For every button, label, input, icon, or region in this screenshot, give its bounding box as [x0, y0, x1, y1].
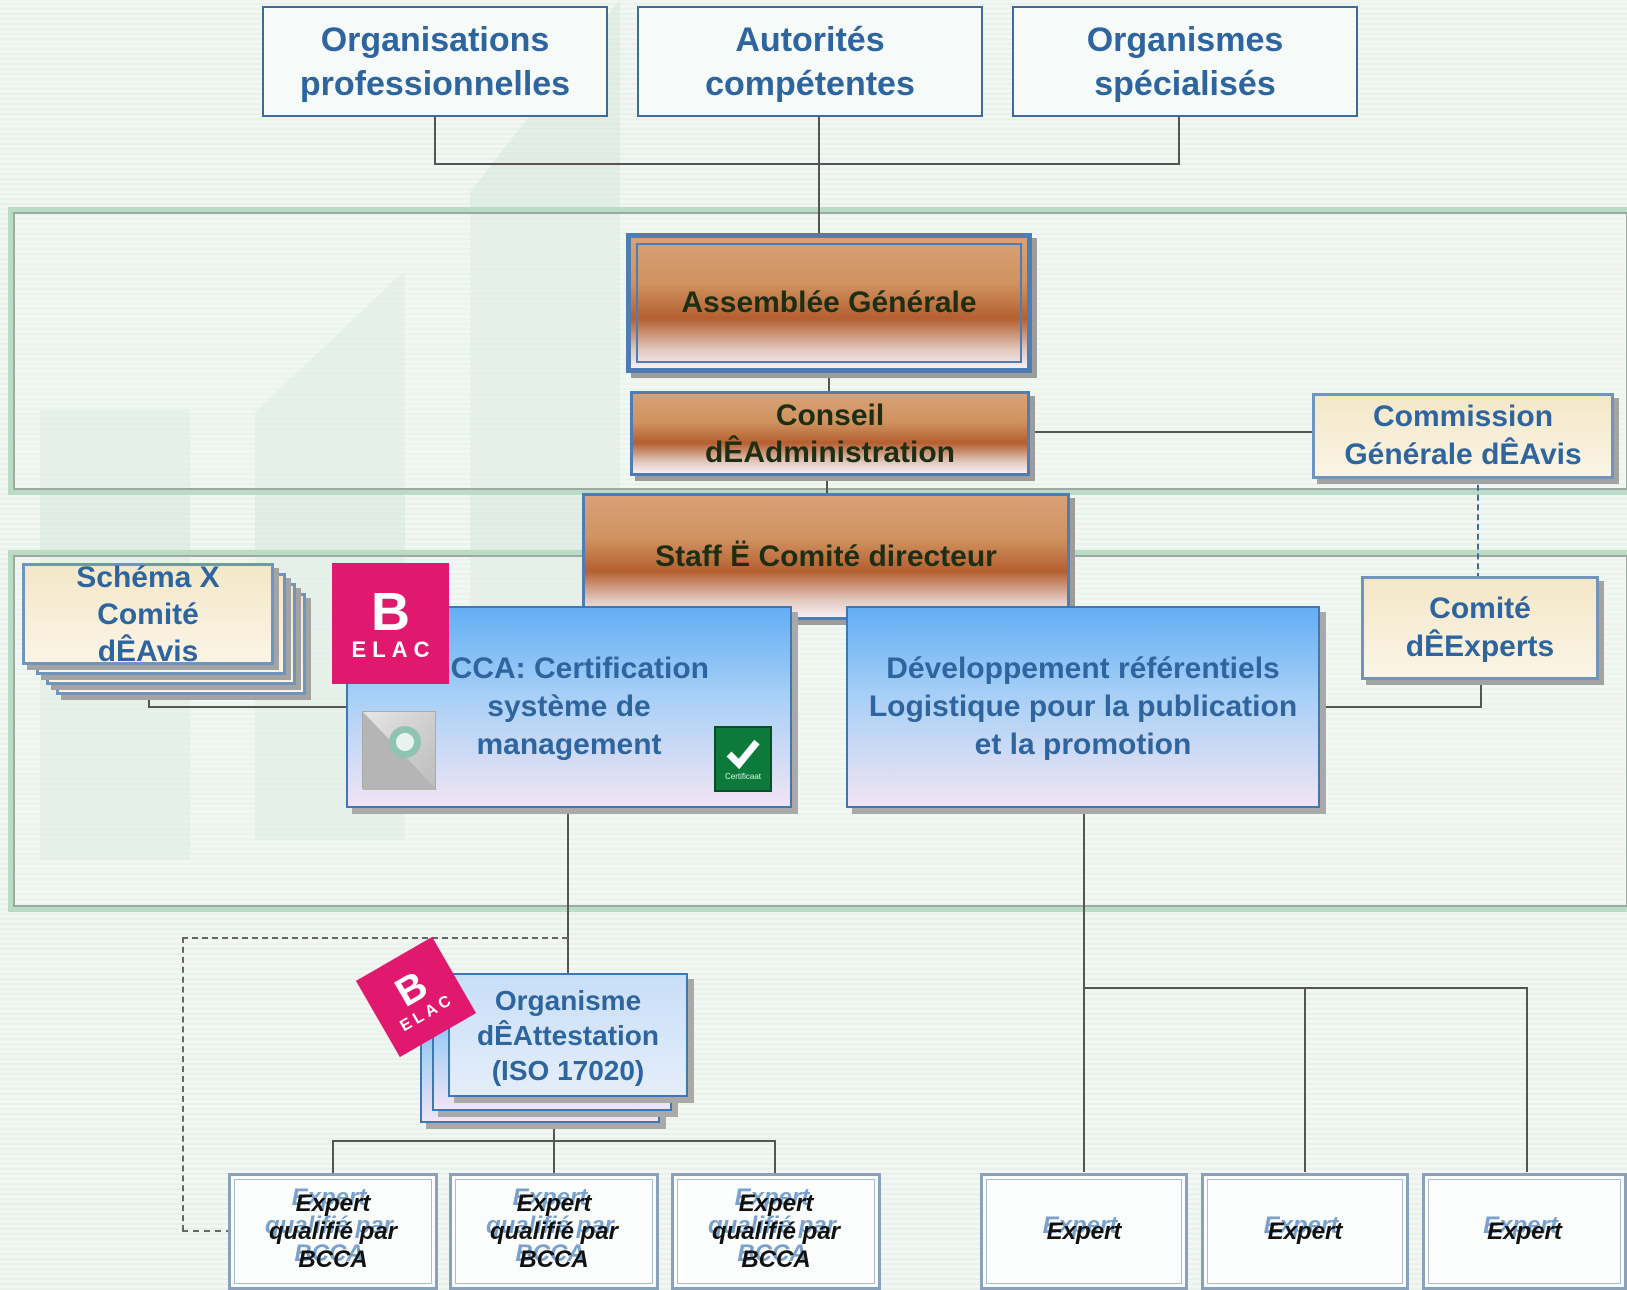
box-label: Conseil dÊAdministration — [704, 398, 955, 469]
box-label: Autorités compétentes — [705, 20, 915, 103]
dashed-connector — [182, 937, 184, 1231]
expert-qualifie-box[interactable]: Expert qualifié par BCCA — [671, 1173, 881, 1290]
dashed-connector — [182, 1230, 232, 1232]
connector — [567, 808, 569, 973]
box-commission-generale-avis[interactable]: Commission Générale dÊAvis — [1312, 393, 1614, 479]
connector — [1083, 987, 1085, 1172]
belac-letter-b: B — [371, 581, 410, 642]
box-staff-comite-directeur[interactable]: Staff Ë Comité directeur — [582, 493, 1070, 620]
box-label: Organismes spécialisés — [1086, 20, 1284, 103]
expert-box[interactable]: Expert — [980, 1173, 1188, 1290]
expert-label: Expert qualifié par BCCA — [711, 1189, 841, 1273]
belac-letter: A — [391, 636, 408, 662]
expert-qualifie-box[interactable]: Expert qualifié par BCCA — [228, 1173, 438, 1290]
box-organisme-attestation[interactable]: Organisme dÊAttestation (ISO 17020) — [448, 973, 688, 1097]
expert-label: Expert — [1267, 1217, 1343, 1245]
connector — [553, 1140, 555, 1173]
belac-letter: C — [413, 636, 430, 662]
check-label: Certificaat — [724, 772, 761, 781]
expert-label: Expert qualifié par BCCA — [489, 1189, 619, 1273]
expert-label: Expert — [1487, 1217, 1562, 1245]
box-organismes-specialises[interactable]: Organismes spécialisés — [1012, 6, 1358, 117]
box-developpement-referentiels[interactable]: Développement référentiels Logistique po… — [846, 606, 1320, 808]
expert-label: Expert qualifié par BCCA — [268, 1189, 398, 1273]
connector — [434, 163, 1180, 165]
connector — [828, 373, 830, 393]
box-label: Assemblée Générale — [681, 286, 977, 319]
box-autorites-competentes[interactable]: Autorités compétentes — [637, 6, 983, 117]
connector — [826, 475, 828, 495]
box-organisations-professionnelles[interactable]: Organisations professionnelles — [262, 6, 608, 117]
box-label: BCCA: Certification système de managemen… — [428, 652, 709, 761]
connector — [1325, 706, 1482, 708]
connector — [1030, 431, 1312, 433]
connector — [1304, 987, 1306, 1172]
certification-seal-icon — [362, 711, 437, 790]
belac-letter: E — [351, 636, 367, 662]
box-label: Comité dÊExperts — [1405, 592, 1555, 663]
expert-label: Expert — [1046, 1217, 1122, 1245]
check-certificate-icon: Certificaat — [714, 726, 772, 792]
belac-logo: B E L A C — [332, 563, 449, 684]
box-label: Schéma X Comité dÊAvis — [76, 560, 220, 668]
box-label: Organisme dÊAttestation (ISO 17020) — [477, 984, 659, 1086]
connector — [1480, 680, 1482, 708]
box-comite-experts[interactable]: Comité dÊExperts — [1361, 576, 1599, 680]
belac-letter: L — [372, 636, 386, 662]
box-label: Développement référentiels Logistique po… — [868, 652, 1298, 761]
expert-box[interactable]: Expert — [1201, 1173, 1409, 1290]
box-label: Staff Ë Comité directeur — [655, 539, 997, 573]
box-label: Organisations professionnelles — [299, 20, 571, 103]
connector — [818, 115, 820, 233]
box-schema-comite-avis[interactable]: Schéma X Comité dÊAvis — [22, 561, 274, 668]
connector — [1083, 808, 1085, 988]
connector — [553, 1110, 555, 1142]
connector — [148, 706, 348, 708]
expert-qualifie-box[interactable]: Expert qualifié par BCCA — [449, 1173, 659, 1290]
expert-box[interactable]: Expert — [1422, 1173, 1627, 1290]
dashed-connector — [1477, 475, 1479, 579]
connector — [1526, 987, 1528, 1172]
box-label: Commission Générale dÊAvis — [1344, 400, 1582, 471]
box-conseil-administration[interactable]: Conseil dÊAdministration — [630, 391, 1030, 476]
connector — [434, 115, 436, 165]
dashed-connector — [182, 937, 568, 939]
connector — [774, 1140, 776, 1173]
connector — [1178, 115, 1180, 165]
connector — [332, 1140, 334, 1173]
box-assemblee-generale[interactable]: Assemblée Générale — [626, 233, 1032, 373]
